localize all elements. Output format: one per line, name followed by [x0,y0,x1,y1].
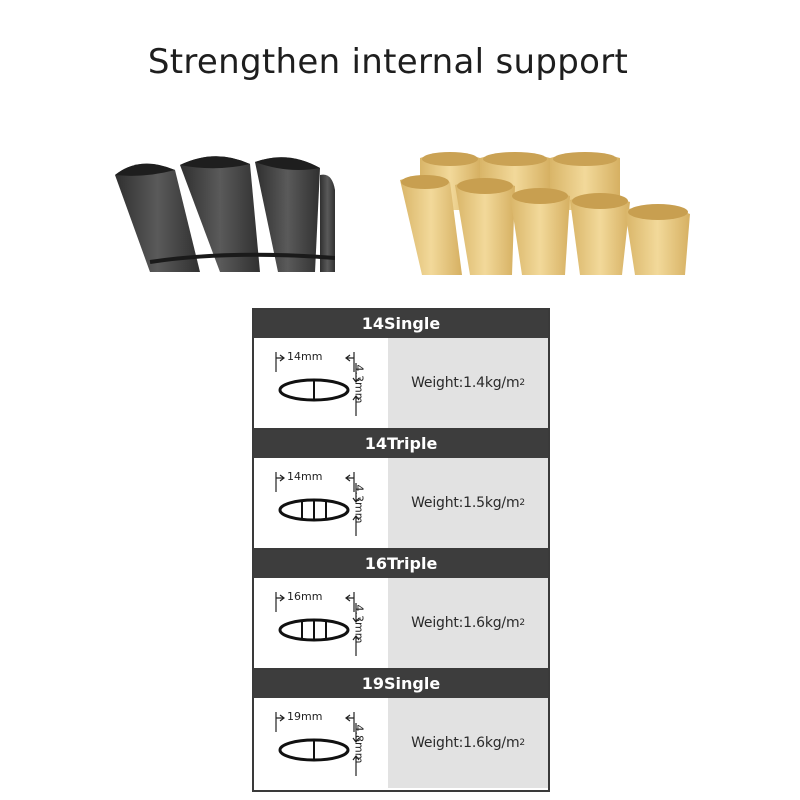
height-dimension: 4.3mm [352,364,366,404]
weight-unit-exponent: 2 [519,498,525,508]
spec-section: 16Triple [254,550,548,670]
weight-unit-exponent: 2 [519,738,525,748]
spec-table: 14Single 14mm 4.3m [252,308,550,792]
black-slat-3 [255,157,320,272]
hollow-profile-shape [278,378,350,402]
spec-name: 14Triple [254,430,548,458]
page-title: Strengthen internal support [147,42,629,82]
height-dimension: 4.8mm [352,724,366,764]
spec-section: 14Single 14mm 4.3m [254,310,548,430]
hollow-profile-shape [278,618,350,642]
width-dimension: 16mm [287,590,323,603]
height-dimension: 4.3mm [352,604,366,644]
spec-name: 16Triple [254,550,548,578]
hollow-profile-shape [278,738,350,762]
weight-label: Weight:1.6kg/m [411,615,520,631]
weight-label: Weight:1.5kg/m [411,495,520,511]
weight-label: Weight:1.6kg/m [411,735,520,751]
beige-slat-front-row [400,175,690,275]
weight-unit-exponent: 2 [519,618,525,628]
spec-section: 14Triple [254,430,548,550]
weight-unit-exponent: 2 [519,378,525,388]
profile-diagram: 16mm 4.3mm [254,578,388,668]
profile-diagram: 14mm 4.3mm [254,458,388,548]
weight-label: Weight:1.4kg/m [411,375,520,391]
spec-name: 19Single [254,670,548,698]
black-slat-1 [115,163,200,272]
profile-diagram: 19mm 4.8mm [254,698,388,788]
spec-section: 19Single 19mm 4.8m [254,670,548,790]
width-dimension: 19mm [287,710,323,723]
hollow-profile-shape [278,498,350,522]
black-slat-profiles-image [115,156,335,272]
spec-name: 14Single [254,310,548,338]
black-slat-2 [180,156,260,272]
width-dimension: 14mm [287,470,323,483]
width-dimension: 14mm [287,350,323,363]
black-slat-4 [320,174,335,272]
profile-diagram: 14mm 4.3mm [254,338,388,428]
beige-slat-profiles-image [400,152,690,275]
height-dimension: 4.3mm [352,484,366,524]
